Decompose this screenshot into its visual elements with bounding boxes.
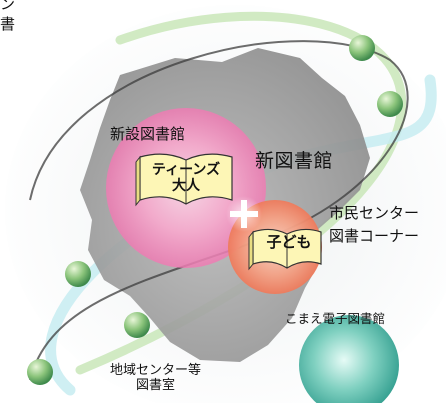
civic-center-label-line-1: 市民センター (329, 204, 420, 222)
new-facility-library-label: 新設図書館 (110, 125, 186, 143)
civic-center-label-line-2: 図書コーナー (329, 227, 420, 245)
center-library-label: 新図書館 (255, 150, 334, 172)
teens-book-icon (135, 153, 233, 207)
orbit-sphere-2 (377, 91, 403, 117)
regional-center-line-2: 図書室 (136, 377, 176, 393)
kids-book-icon (248, 228, 322, 271)
orbit-sphere-5 (27, 359, 53, 385)
regional-center-line-1: 地域センター等 (110, 363, 202, 378)
orbit-sphere-1 (349, 35, 375, 61)
orbit-sphere-3 (65, 261, 91, 287)
regional-center-label: 地域センター等 図書室 (110, 363, 202, 394)
orbit-line (29, 40, 409, 381)
orbit-sphere-4 (124, 312, 150, 338)
kids-book-label: 子ども (266, 233, 312, 251)
plus-horizontal (230, 211, 258, 217)
corner-text: ン 書 (0, 0, 15, 35)
digital-library-sphere (299, 315, 399, 403)
komae-digital-library-label: こまえ電子図書館 (285, 311, 386, 326)
corner-text-line-2: 書 (0, 15, 16, 34)
teens-book-label: ティーンズ 大人 (146, 162, 226, 194)
teens-label-line-1: ティーンズ (151, 162, 221, 178)
corner-text-line-1: ン (0, 0, 16, 13)
teens-label-line-2: 大人 (172, 177, 200, 194)
